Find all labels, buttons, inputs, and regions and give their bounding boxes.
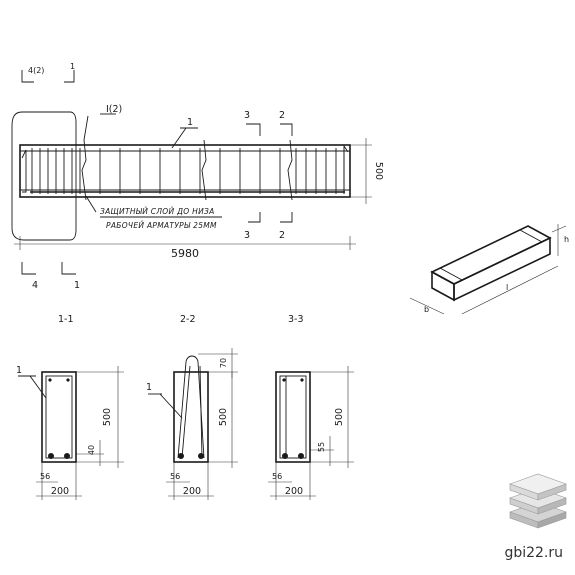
section-1-top-bar-r [66,378,70,382]
section-1-bottom: 40 [87,445,96,455]
section-2-outline [173,371,209,463]
iso-top-edge-a [439,267,463,281]
section-mark-2-label: 2 [279,110,285,121]
beam-elevation: 4(2) 1 [11,62,384,291]
section-mark-1-top [64,70,75,83]
section-mark-4-top [21,70,34,83]
iso-side-face [453,236,551,302]
section-mark-4-bottom-label: 4 [32,280,38,291]
cut-line-1 [81,139,87,201]
section-mark-4-label: 4(2) [28,66,44,75]
section-mark-3-bottom-label: 3 [244,230,250,241]
node-i-label: I(2) [106,104,122,115]
cut-line-3 [287,139,293,201]
section-3-width: 200 [285,486,303,497]
iso-h-ext [551,225,567,233]
dim-500-value: 500 [373,162,384,180]
section-1-pos: 1 [16,365,22,376]
section-mark-3-bottom [248,212,261,223]
note-leader [85,195,97,213]
section-3-bottom-bar-r [298,453,304,459]
isometric-view: h l b [409,224,569,315]
section-2-cover: 56 [170,472,180,481]
iso-b-label: b [424,305,429,314]
logo-icon [509,473,567,529]
section-2-title: 2-2 [180,314,196,325]
section-3-top-bar-r [300,378,304,382]
iso-b-line [409,297,445,315]
section-mark-3-label: 3 [244,110,250,121]
section-mark-1-label: 1 [70,62,75,71]
section-1-1: 1 500 40 56 200 [16,365,124,500]
cut-line-2 [201,139,207,201]
section-3-outline [275,371,311,463]
section-mark-1-bottom-label: 1 [74,280,80,291]
section-2-pos-leader [159,393,183,419]
section-2-width: 200 [183,486,201,497]
section-3-cover: 56 [272,472,282,481]
dim-length-value: 5980 [171,247,199,260]
section-1-bottom-bar-l [48,453,54,459]
support-outline [11,111,77,241]
section-3-stirrup [279,375,307,459]
section-1-pos-leader [29,375,47,399]
section-1-cover: 56 [40,472,50,481]
note-line-2: РАБОЧЕЙ АРМАТУРЫ 25ММ [106,221,217,230]
stirrups [31,148,345,194]
section-1-bottom-bar-r [64,453,70,459]
section-1-width: 200 [51,486,69,497]
right-end-hook [343,144,349,194]
left-end-hook [21,149,27,193]
section-3-height: 500 [334,408,345,426]
section-mark-2-top [280,123,293,136]
section-1-height: 500 [102,408,113,426]
section-2-height: 500 [218,408,229,426]
section-1-outline [41,371,77,463]
section-mark-2-bottom [280,212,293,223]
section-mark-1-bottom [61,262,76,275]
node-i-leader [83,115,89,141]
section-2-2: 1 70 500 56 200 [146,348,238,500]
section-2-loop-inner [181,365,203,459]
section-mark-2-bottom-label: 2 [279,230,285,241]
section-2-bottom-bar-r [198,453,204,459]
section-2-pos: 1 [146,382,152,393]
iso-end-face [431,270,455,302]
section-2-bottom-bar-l [178,453,184,459]
section-2-loop [177,355,205,459]
section-3-bottom: 55 [317,442,326,452]
iso-h-label: h [564,235,569,244]
iso-l-label: l [506,283,508,292]
section-3-top-bar-l [282,378,286,382]
pos1-label: 1 [187,117,193,128]
iso-l-line [461,265,559,315]
section-3-3: 500 55 56 200 [268,366,354,500]
iso-top-edge-b [519,229,543,243]
watermark-text[interactable]: gbi22.ru [504,545,563,561]
section-3-bottom-bar-l [282,453,288,459]
section-mark-4-bottom [21,262,36,275]
beam-body [19,144,351,198]
section-1-title: 1-1 [58,314,74,325]
section-3-title: 3-3 [288,314,304,325]
note-line-1: ЗАЩИТНЫЙ СЛОЙ ДО НИЗА [100,207,215,216]
iso-top-face [430,225,552,285]
section-mark-3-top [246,123,261,136]
section-1-top-bar-l [48,378,52,382]
section-2-top: 70 [219,358,228,368]
section-1-stirrup [45,375,73,459]
pos1-leader [171,127,187,149]
